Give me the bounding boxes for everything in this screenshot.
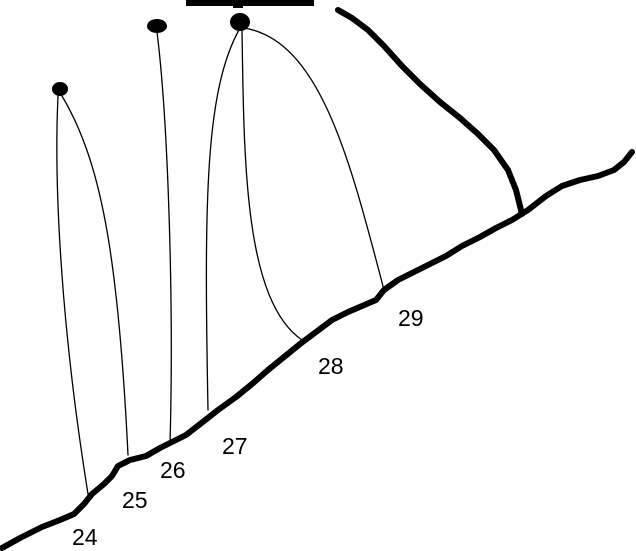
point-label-25: 25 bbox=[122, 487, 148, 513]
point-label-27: 27 bbox=[222, 433, 248, 459]
top-point-2 bbox=[147, 19, 167, 33]
thin-curve-dot1-to-24 bbox=[56, 95, 89, 495]
top-point-3 bbox=[230, 13, 250, 31]
main-baseline-curve bbox=[0, 149, 635, 551]
point-label-29: 29 bbox=[398, 305, 424, 331]
thick-branch-line bbox=[335, 7, 525, 217]
thin-curve-dot2-to-26 bbox=[156, 31, 172, 446]
point-label-26: 26 bbox=[160, 457, 186, 483]
cut-off-title-fragment bbox=[186, 0, 314, 8]
thin-curve-dot1-to-25 bbox=[61, 95, 129, 456]
point-label-24: 24 bbox=[72, 524, 98, 550]
thin-curve-dot3-to-27 bbox=[205, 27, 241, 411]
point-label-28: 28 bbox=[318, 353, 344, 379]
thin-curve-dot3-to-29 bbox=[243, 27, 385, 291]
top-point-1 bbox=[52, 82, 68, 96]
thin-curve-dot3-to-28 bbox=[241, 29, 303, 341]
